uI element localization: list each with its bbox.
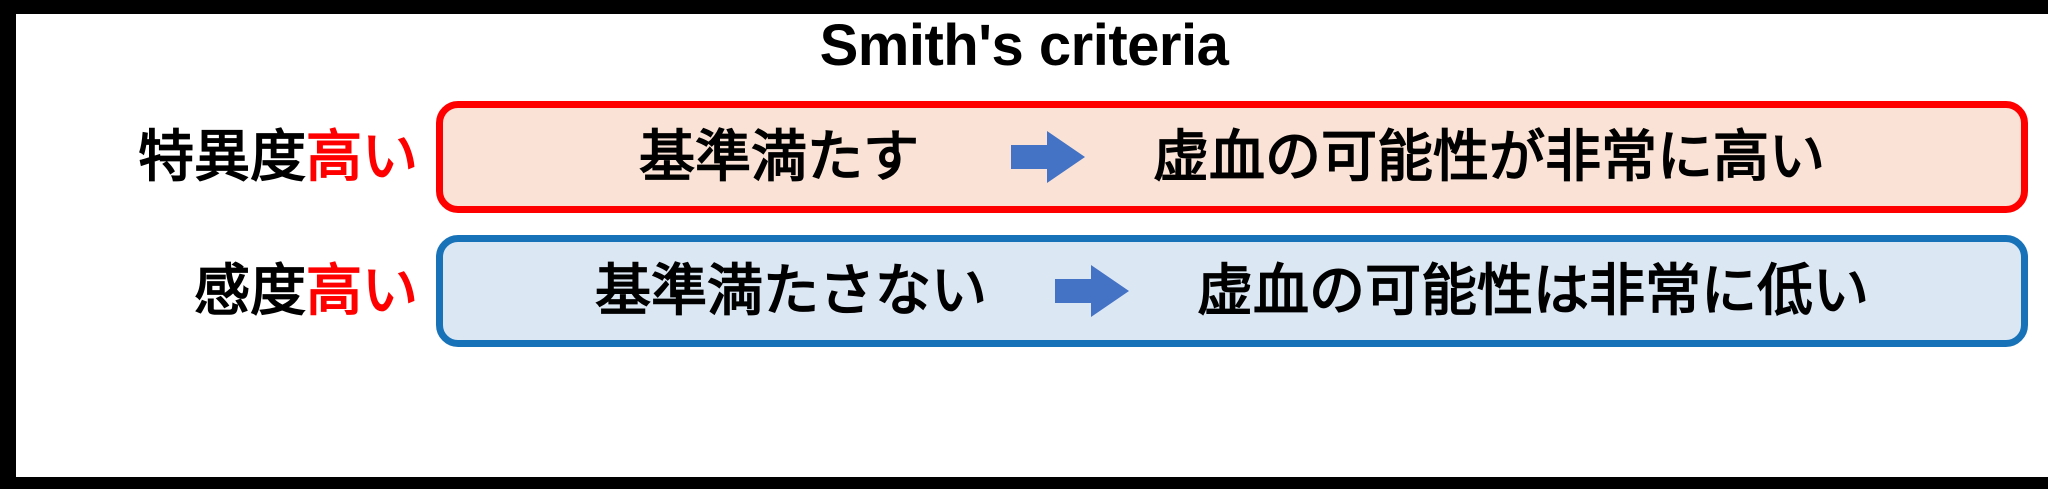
callout-specificity-conclusion: 虚血の可能性が非常に高い bbox=[1153, 125, 1825, 188]
callout-sensitivity-conclusion: 虚血の可能性は非常に低い bbox=[1197, 259, 1869, 322]
row-label-sensitivity-plain: 感度 bbox=[194, 259, 306, 322]
criteria-row-sensitivity: 感度高い 基準満たさない 虚血の可能性は非常に低い bbox=[16, 232, 2040, 350]
page-title: Smith's criteria bbox=[819, 13, 1229, 78]
right-arrow-icon-shaft bbox=[1011, 145, 1053, 169]
criteria-row-specificity: 特異度高い 基準満たす 虚血の可能性が非常に高い bbox=[16, 98, 2040, 216]
row-label-specificity-plain: 特異度 bbox=[138, 125, 306, 188]
row-label-sensitivity: 感度高い bbox=[16, 263, 436, 319]
row-label-specificity: 特異度高い bbox=[16, 129, 436, 185]
callout-sensitivity: 基準満たさない 虚血の可能性は非常に低い bbox=[436, 235, 2028, 347]
frame-border-top bbox=[0, 0, 2048, 14]
row-label-sensitivity-highlight: 高い bbox=[306, 259, 418, 322]
frame-border-bottom bbox=[0, 477, 2048, 489]
callout-specificity-condition: 基準満たす bbox=[639, 125, 919, 188]
right-arrow-icon-shaft bbox=[1055, 279, 1097, 303]
row-label-specificity-highlight: 高い bbox=[306, 125, 418, 188]
frame-border-left bbox=[0, 0, 16, 489]
right-arrow-icon-head bbox=[1091, 265, 1129, 317]
right-arrow-icon bbox=[1055, 265, 1129, 317]
right-arrow-icon bbox=[1011, 131, 1085, 183]
callout-specificity: 基準満たす 虚血の可能性が非常に高い bbox=[436, 101, 2028, 213]
callout-sensitivity-condition: 基準満たさない bbox=[595, 259, 987, 322]
right-arrow-icon-head bbox=[1047, 131, 1085, 183]
